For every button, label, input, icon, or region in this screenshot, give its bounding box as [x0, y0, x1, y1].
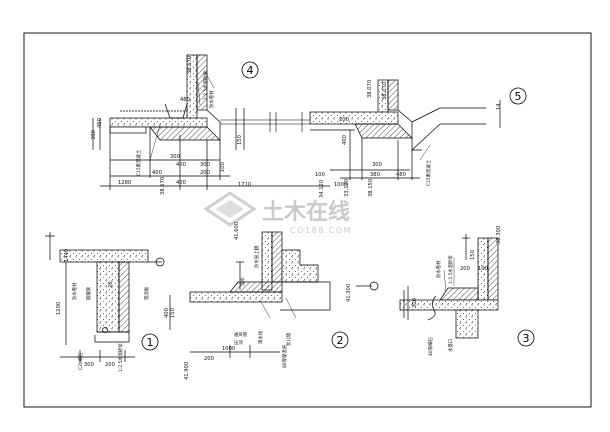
- detail-4: [92, 54, 330, 190]
- detail-4-note: 防水卷材: [208, 90, 215, 108]
- detail-1-dim: 200: [105, 362, 115, 368]
- detail-4-dim: 1280: [118, 180, 131, 186]
- detail-4-callout: 4: [241, 61, 259, 79]
- axis-tag: 14: [496, 103, 502, 110]
- detail-4-dim: 38.570: [187, 56, 193, 74]
- detail-5-dim: 38.070: [367, 80, 373, 98]
- detail-3-note: 40厚细石: [427, 337, 434, 356]
- detail-5-dim: 38.070: [382, 82, 388, 100]
- watermark-url: CO188.COM: [290, 226, 352, 235]
- detail-2-dim: 41.300: [346, 284, 352, 302]
- detail-2-note: 女儿墙: [285, 332, 292, 346]
- detail-2: [169, 231, 379, 358]
- detail-1-note: 现浇板: [143, 286, 150, 300]
- detail-4-dim: 100: [220, 162, 226, 172]
- detail-5-dim: 34.120: [319, 180, 325, 198]
- detail-1-dim: 20: [108, 281, 114, 288]
- detail-1-note: 防水卷材: [71, 282, 78, 300]
- detail-2-note: 泛水: [239, 277, 246, 286]
- detail-5-dim: 1000: [334, 182, 347, 188]
- detail-5-note: C15素混凝土: [425, 159, 432, 186]
- detail-5-dim: 38.150: [368, 179, 374, 197]
- detail-5-dim: 380: [370, 172, 380, 178]
- detail-4-dim: 200: [200, 170, 210, 176]
- detail-4-dim: 400: [152, 170, 162, 176]
- detail-4-dim: 300: [200, 162, 210, 168]
- detail-3-dim: 150: [470, 250, 476, 260]
- detail-4-number: 4: [247, 64, 254, 77]
- detail-2-dim: 1000: [222, 346, 235, 352]
- detail-1-note: 嵌缝膏: [85, 286, 92, 300]
- detail-4-dim: 400: [176, 180, 186, 186]
- detail-5-dim: 1710: [238, 182, 251, 188]
- detail-5-dim: 33.120: [344, 179, 350, 197]
- detail-5-dim: 400: [342, 135, 348, 145]
- detail-1: [45, 232, 165, 362]
- detail-3-note: 防水卷材: [435, 260, 442, 278]
- detail-4-note: C15素混凝土: [135, 149, 142, 176]
- detail-5-dim: 300: [372, 162, 382, 168]
- detail-2-dim: 150: [170, 308, 176, 318]
- detail-3-note: 1:2.5水泥砂浆: [447, 255, 454, 284]
- detail-1-dim: 1440: [64, 249, 70, 262]
- detail-3-callout: 3: [517, 329, 535, 347]
- detail-3-note: 水落口: [447, 339, 454, 352]
- detail-4-dim: 300: [170, 154, 180, 160]
- detail-1-note: C20细石: [77, 352, 84, 370]
- detail-5-dim: 38.570: [160, 177, 166, 195]
- detail-2-dim: 400: [164, 308, 170, 318]
- detail-3-dim: 38.300: [496, 226, 502, 244]
- detail-5: [309, 79, 501, 180]
- watermark-logo: [203, 191, 257, 227]
- detail-4-dim: 150: [237, 135, 243, 145]
- detail-2-note: 压顶: [234, 340, 243, 346]
- roof-line: [220, 112, 310, 132]
- detail-1-number: 1: [147, 336, 154, 349]
- detail-2-dim: 41.900: [184, 362, 190, 380]
- detail-2-number: 2: [337, 334, 344, 347]
- sheet-border: [23, 32, 592, 408]
- detail-2-note: 80厚保温层: [281, 344, 288, 368]
- watermark: 土木在线 CO188.COM: [203, 191, 352, 235]
- detail-3-dim: 300: [412, 298, 418, 308]
- detail-2-callout: 2: [331, 331, 349, 349]
- detail-5-dim: 200: [339, 117, 349, 123]
- detail-5-dim: 480: [396, 172, 406, 178]
- detail-5-dim: 100: [315, 172, 325, 178]
- detail-2-dim: 200: [204, 356, 214, 362]
- detail-2-note: 滴水线: [257, 330, 264, 344]
- detail-3-number: 3: [523, 332, 530, 345]
- detail-3: [399, 234, 499, 339]
- watermark-brand: 土木在线: [262, 199, 350, 225]
- detail-4-dim: 400: [176, 162, 186, 168]
- detail-4-dim: 450: [97, 118, 103, 128]
- detail-1-note: 1:2.5水泥砂浆: [117, 343, 124, 372]
- detail-4-dim: 300: [91, 130, 97, 140]
- detail-5-callout: 5: [509, 87, 527, 105]
- detail-2-note: 通风管: [234, 331, 248, 338]
- detail-4-dim: 480: [180, 97, 190, 103]
- detail-3-dim: 100: [478, 266, 488, 272]
- detail-1-dim: 1200: [56, 302, 62, 315]
- detail-3-dim: 200: [460, 266, 470, 272]
- detail-4-note: 1:2.5水泥砂浆: [202, 71, 209, 100]
- detail-2-note: 防水层上翻: [253, 245, 260, 268]
- detail-1-dim: 300: [84, 362, 94, 368]
- detail-2-dim: 41.600: [234, 222, 240, 240]
- detail-5-number: 5: [515, 90, 522, 103]
- detail-1-callout: 1: [141, 333, 159, 351]
